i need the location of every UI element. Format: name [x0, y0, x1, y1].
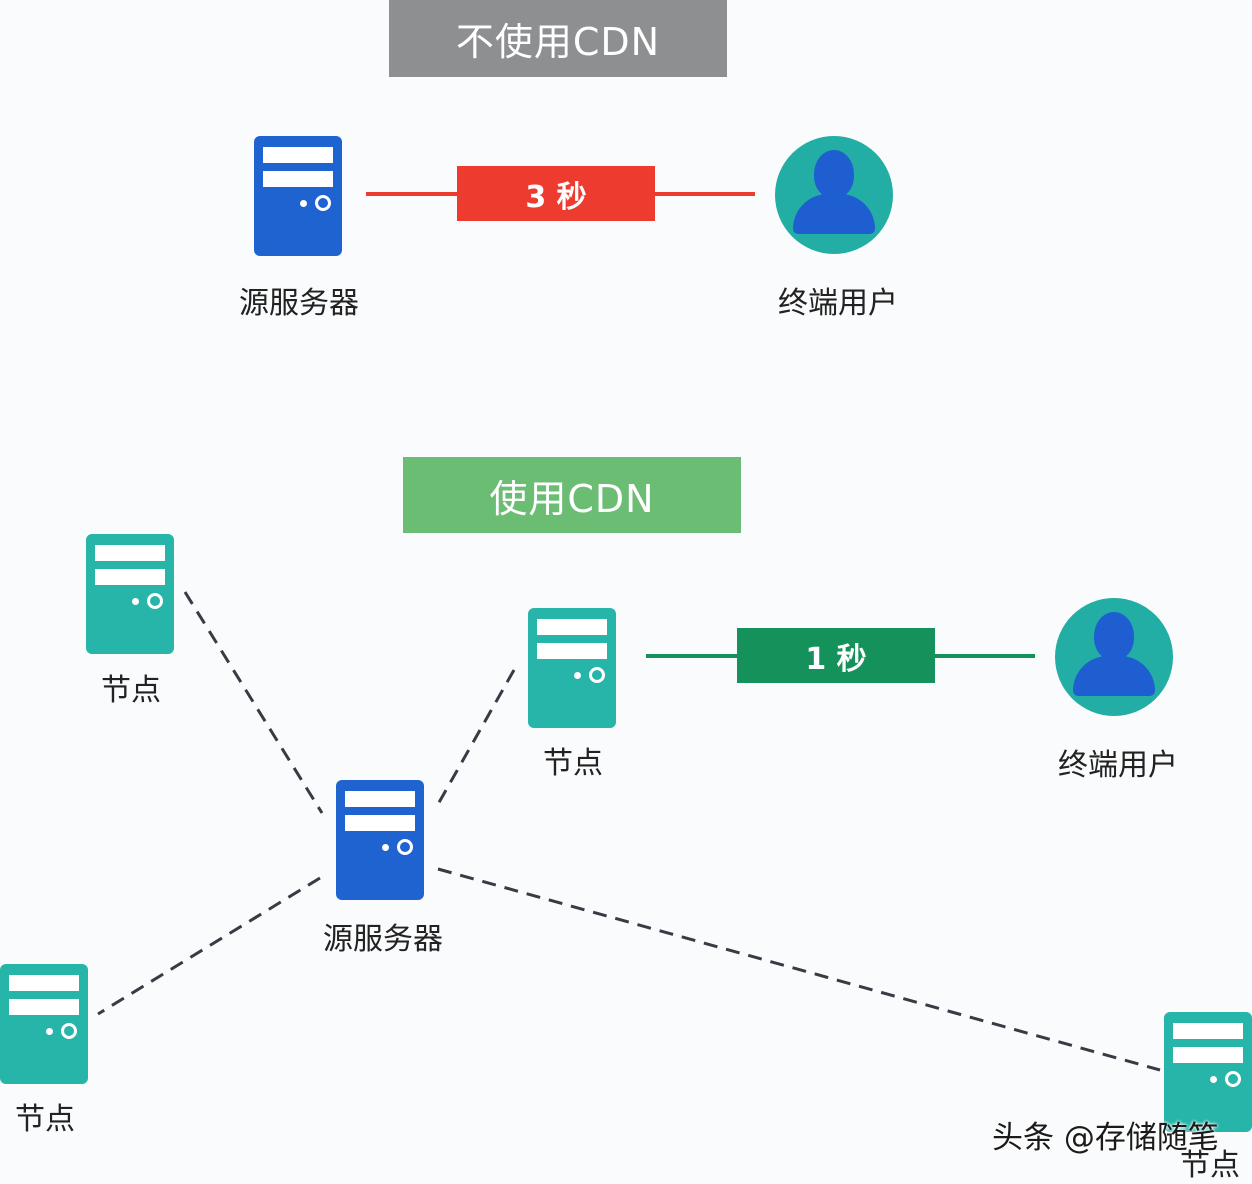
- no-cdn-banner: 不使用CDN: [389, 0, 727, 77]
- node-label-bottom-right: 节点: [1180, 1148, 1240, 1183]
- node-label-center: 节点: [543, 746, 603, 781]
- source-server-label: 源服务器: [239, 286, 359, 321]
- latency-badge-slow: 3 秒: [457, 166, 655, 221]
- end-user-label: 终端用户: [778, 286, 898, 321]
- dashed-link-node-bottom-left: [97, 876, 321, 1016]
- source-server-icon: [254, 136, 342, 256]
- user-icon: [775, 136, 893, 254]
- node-server-icon: [0, 964, 88, 1084]
- dashed-link-node-center: [435, 669, 516, 807]
- latency-badge-fast: 1 秒: [737, 628, 935, 683]
- user-icon: [1055, 598, 1173, 716]
- dashed-link-node-bottom-right: [437, 867, 1161, 1072]
- dashed-link-node-top-left: [183, 591, 324, 814]
- watermark-text: 头条 @存储随笔: [992, 1120, 1219, 1156]
- node-label-top-left: 节点: [101, 673, 161, 708]
- cdn-banner: 使用CDN: [403, 457, 741, 533]
- source-server-label: 源服务器: [323, 922, 443, 957]
- source-server-icon: [336, 780, 424, 900]
- node-server-icon: [1164, 1012, 1252, 1132]
- node-server-icon: [86, 534, 174, 654]
- node-server-icon: [528, 608, 616, 728]
- end-user-label: 终端用户: [1058, 748, 1178, 783]
- node-label-bottom-left: 节点: [15, 1102, 75, 1137]
